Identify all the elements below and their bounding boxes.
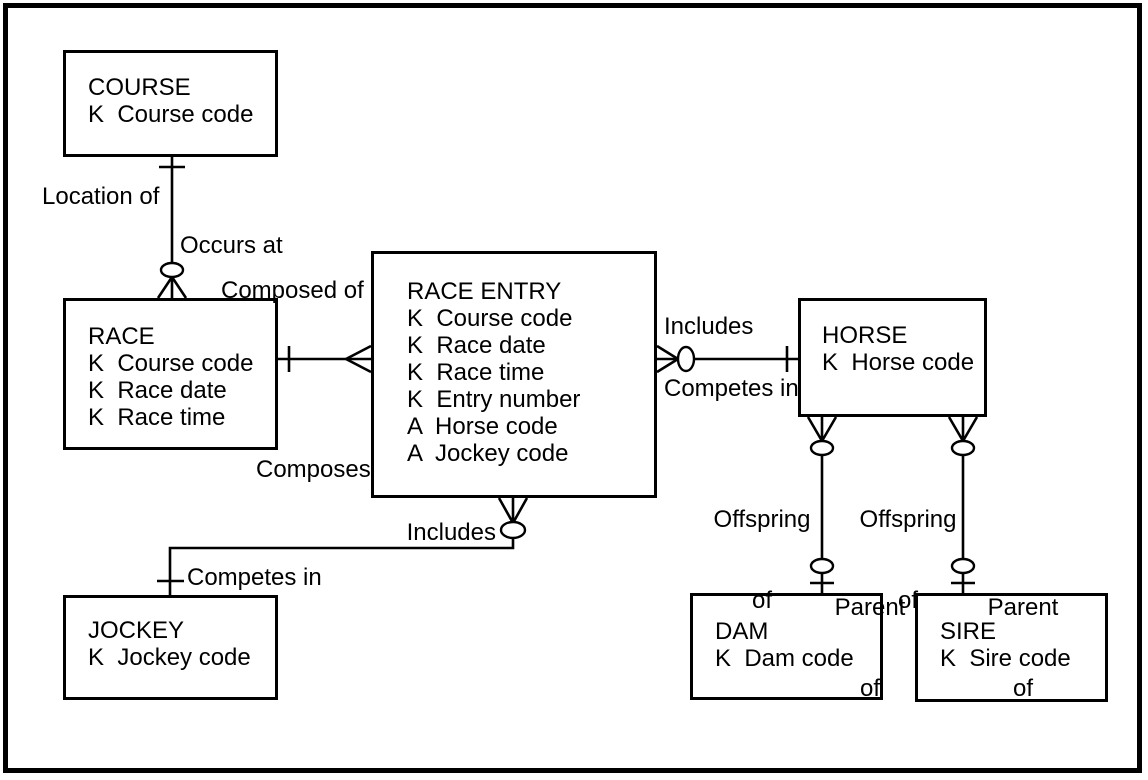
label-composed-of: Composed of	[221, 277, 364, 304]
entity-sire-attr: K Sire code	[940, 645, 1071, 672]
relationship-race-raceentry	[278, 344, 372, 374]
entity-race-name: RACE	[88, 323, 155, 350]
entity-race-entry-attr: K Course code	[407, 305, 573, 332]
entity-race-attr: K Course code	[88, 350, 254, 377]
entity-jockey: JOCKEY K Jockey code	[63, 595, 278, 700]
label-offspring-of-dam: Offspring of	[712, 452, 812, 668]
label-line: Parent	[834, 594, 906, 621]
crows-foot-icon	[497, 497, 529, 524]
crows-foot-icon	[656, 344, 679, 374]
label-competes-in-horse: Competes in	[664, 375, 799, 402]
entity-horse: HORSE K Horse code	[798, 298, 987, 417]
entity-race-entry-attr: K Race time	[407, 359, 545, 386]
entity-dam-attr: K Dam code	[715, 645, 854, 672]
label-location-of: Location of	[42, 183, 160, 210]
relationship-course-race	[156, 157, 188, 299]
entity-dam-name: DAM	[715, 618, 769, 645]
entity-jockey-attr: K Jockey code	[88, 644, 251, 671]
label-line: of	[897, 587, 918, 614]
label-composes: Composes	[256, 456, 371, 483]
optionality-circle-icon	[950, 439, 976, 457]
entity-dam: DAM K Dam code	[690, 593, 883, 700]
entity-race-entry-attr: A Jockey code	[407, 440, 569, 467]
relationship-raceentry-jockey	[157, 497, 529, 595]
label-includes-horse: Includes	[664, 313, 754, 340]
relationship-raceentry-horse	[656, 344, 798, 374]
entity-race-attr: K Race time	[88, 404, 226, 431]
crows-foot-icon	[345, 344, 372, 374]
entity-race-entry-attr: K Entry number	[407, 386, 581, 413]
label-line: of	[859, 675, 880, 702]
entity-race-entry-attr: K Race date	[407, 332, 546, 359]
entity-sire: SIRE K Sire code	[915, 593, 1108, 702]
label-line: Offspring	[859, 506, 957, 533]
optionality-circle-icon	[950, 557, 976, 575]
label-parent-of-sire: Parent of	[975, 540, 1071, 756]
optionality-circle-icon	[159, 261, 185, 279]
optionality-circle-icon	[676, 345, 696, 373]
relationship-horse-dam	[806, 416, 838, 593]
optionality-circle-icon	[499, 520, 527, 540]
relationship-horse-sire	[947, 416, 979, 593]
crows-foot-icon	[806, 416, 838, 442]
entity-horse-attr: K Horse code	[822, 349, 975, 376]
entity-horse-name: HORSE	[822, 322, 908, 349]
label-line: Parent	[987, 594, 1059, 621]
optionality-circle-icon	[809, 439, 835, 457]
crows-foot-icon	[156, 276, 188, 299]
relationship-line	[168, 537, 515, 595]
entity-race-entry-name: RACE ENTRY	[407, 278, 562, 305]
label-line: Offspring	[713, 506, 811, 533]
label-line: of	[751, 587, 772, 614]
entity-race: RACE K Course code K Race date K Race ti…	[63, 298, 278, 450]
label-occurs-at: Occurs at	[180, 232, 283, 259]
label-line: of	[1012, 675, 1033, 702]
entity-sire-name: SIRE	[940, 618, 997, 645]
entity-course-attr: K Course code	[88, 101, 254, 128]
entity-course-name: COURSE	[88, 74, 191, 101]
entity-race-attr: K Race date	[88, 377, 227, 404]
entity-course: COURSE K Course code	[63, 50, 278, 157]
label-offspring-of-sire: Offspring of	[858, 452, 958, 668]
entity-race-entry-attr: A Horse code	[407, 413, 558, 440]
label-competes-in-jockey: Competes in	[187, 564, 322, 591]
entity-jockey-name: JOCKEY	[88, 617, 185, 644]
entity-race-entry: RACE ENTRY K Course code K Race date K R…	[371, 251, 657, 498]
label-includes-jockey: Includes	[406, 519, 496, 546]
optionality-circle-icon	[809, 557, 835, 575]
label-parent-of-dam: Parent of	[822, 540, 918, 756]
crows-foot-icon	[947, 416, 979, 442]
